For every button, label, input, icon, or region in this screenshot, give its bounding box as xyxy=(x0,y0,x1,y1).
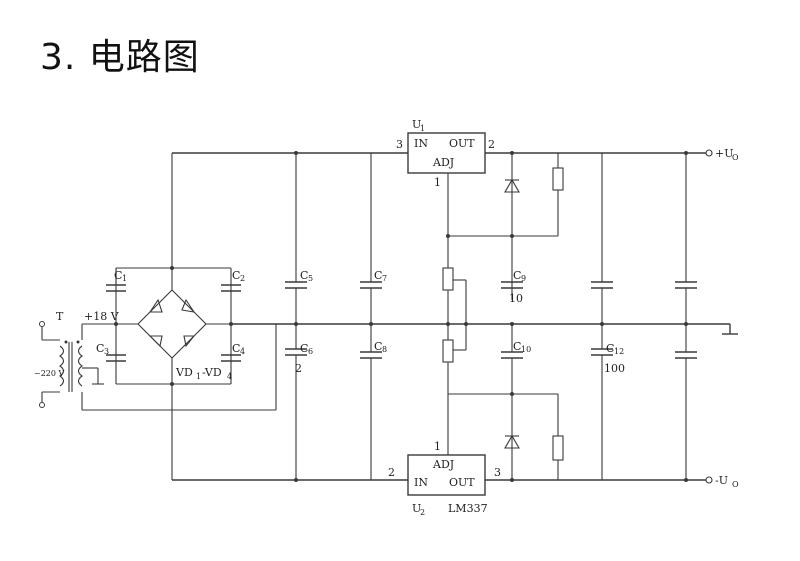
svg-text:2: 2 xyxy=(488,138,495,151)
svg-text:-VD: -VD xyxy=(202,366,222,379)
u2-part-number: LM337 xyxy=(448,502,488,515)
svg-text:OUT: OUT xyxy=(449,476,475,489)
regulator-u2 xyxy=(407,454,486,496)
svg-text:3: 3 xyxy=(396,138,403,151)
svg-text:2: 2 xyxy=(240,274,245,283)
vd-label: VD xyxy=(175,366,193,379)
c5-label: C xyxy=(300,269,308,282)
svg-text:IN: IN xyxy=(414,137,428,150)
voltage-220v-label: ~220 V xyxy=(34,369,65,378)
ground-rail xyxy=(230,323,738,335)
svg-text:10: 10 xyxy=(521,345,531,354)
svg-text:100: 100 xyxy=(604,362,625,375)
c6-label: C xyxy=(300,342,308,355)
svg-text:3: 3 xyxy=(494,466,501,479)
filter-caps-c5-c6 xyxy=(285,151,307,482)
c9-label: C xyxy=(513,269,521,282)
svg-text:3: 3 xyxy=(104,347,109,356)
svg-text:12: 12 xyxy=(614,347,624,356)
c8-label: C xyxy=(374,340,382,353)
u1-label: U xyxy=(412,118,421,131)
bridge-rectifier xyxy=(106,153,277,480)
svg-text:1: 1 xyxy=(122,274,127,283)
filter-caps-c7-c8 xyxy=(360,153,382,480)
svg-text:10: 10 xyxy=(509,292,523,305)
minus-uo-label: -U xyxy=(715,474,728,487)
svg-text:IN: IN xyxy=(414,476,428,489)
svg-text:2: 2 xyxy=(388,466,395,479)
svg-text:4: 4 xyxy=(240,347,245,356)
svg-text:O: O xyxy=(732,153,739,162)
svg-text:9: 9 xyxy=(521,274,526,283)
svg-text:7: 7 xyxy=(382,274,387,283)
page-title: 3. 电路图 xyxy=(40,37,200,78)
svg-text:1: 1 xyxy=(420,124,425,133)
output-capacitors xyxy=(591,151,697,482)
c7-label: C xyxy=(374,269,382,282)
transformer-t xyxy=(39,321,276,411)
c1-label: C xyxy=(114,269,122,282)
svg-text:ADJ: ADJ xyxy=(432,156,454,169)
c2-label: C xyxy=(232,269,240,282)
svg-text:4: 4 xyxy=(227,372,232,381)
adjust-network-u1 xyxy=(442,151,564,326)
svg-text:ADJ: ADJ xyxy=(432,458,454,471)
c4-label: C xyxy=(232,342,240,355)
voltage-18v-label: +18 V xyxy=(84,310,120,323)
svg-text:6: 6 xyxy=(308,347,313,356)
svg-text:1: 1 xyxy=(196,372,201,381)
u2-label: U xyxy=(412,502,421,515)
svg-text:1: 1 xyxy=(434,440,441,453)
transformer-label: T xyxy=(56,310,64,323)
plus-uo-label: +U xyxy=(715,147,734,160)
adjust-network-u2 xyxy=(442,322,564,482)
svg-text:2: 2 xyxy=(420,508,425,517)
negative-rail xyxy=(172,476,713,484)
svg-text:1: 1 xyxy=(434,176,441,189)
c10-label: C xyxy=(513,340,521,353)
c3-label: C xyxy=(96,342,104,355)
svg-text:O: O xyxy=(732,480,739,489)
svg-text:2: 2 xyxy=(295,362,302,375)
svg-text:8: 8 xyxy=(382,345,387,354)
c12-label: C xyxy=(606,342,614,355)
svg-text:5: 5 xyxy=(308,274,313,283)
svg-text:OUT: OUT xyxy=(449,137,475,150)
